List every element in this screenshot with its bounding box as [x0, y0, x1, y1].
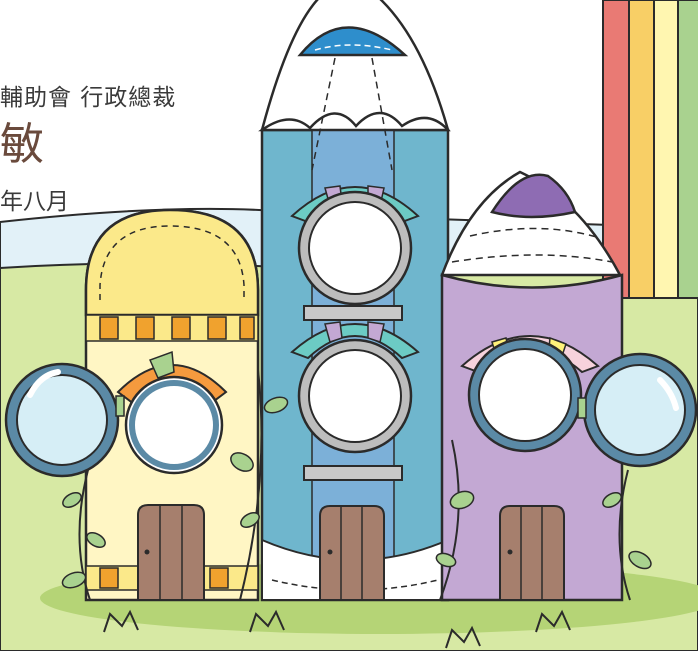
org-title-line: 輔助會 行政總裁 [0, 85, 177, 111]
vines [61, 369, 652, 601]
grass-tufts [103, 609, 571, 649]
person-name: 敏 [0, 119, 44, 170]
purple-house [440, 170, 698, 602]
date-line: 年八月 [0, 189, 69, 215]
yellow-house [4, 208, 260, 602]
blue-tower [258, 0, 451, 602]
rainbow-pillars [602, 0, 698, 299]
